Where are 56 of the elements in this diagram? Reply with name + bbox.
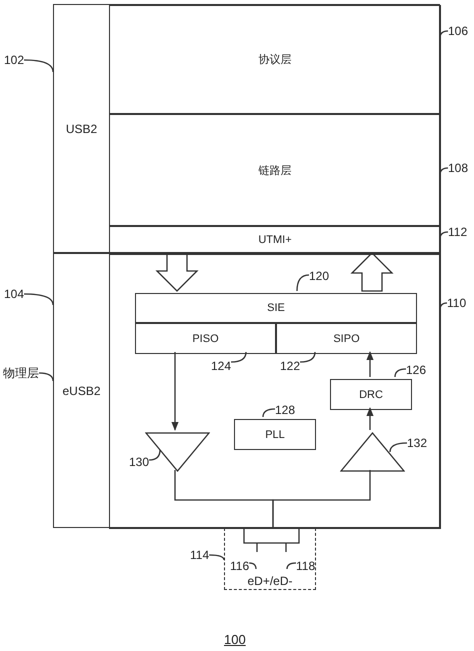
signal-line xyxy=(272,470,371,528)
leader-line xyxy=(439,302,448,310)
leader-line xyxy=(231,352,247,363)
block-arrow xyxy=(350,252,394,292)
region-box xyxy=(53,4,440,253)
reference-numeral: 122 xyxy=(280,359,300,373)
reference-numeral: 126 xyxy=(406,363,426,377)
leader-line xyxy=(389,442,408,452)
block-box: SIPO xyxy=(276,323,417,354)
reference-numeral: 128 xyxy=(275,403,296,417)
reference-numeral: 112 xyxy=(448,225,468,239)
leader-line xyxy=(262,408,276,418)
region-label: eUSB2 xyxy=(61,384,102,398)
block-box: PISO xyxy=(135,323,276,354)
leader-line xyxy=(394,368,406,378)
arrow xyxy=(171,352,179,431)
reference-numeral: 106 xyxy=(448,24,468,38)
reference-numeral: 124 xyxy=(211,359,232,373)
leader-line xyxy=(24,293,54,306)
reference-numeral: 130 xyxy=(129,455,150,469)
reference-numeral: 120 xyxy=(309,269,330,283)
leader-line xyxy=(209,554,225,560)
reference-numeral: 102 xyxy=(4,53,24,67)
reference-numeral: 110 xyxy=(447,296,466,310)
block-arrow xyxy=(155,252,199,292)
block-box: 协议层 xyxy=(109,5,441,114)
reference-numeral: 物理层 xyxy=(3,366,39,380)
arrow xyxy=(366,407,374,430)
amplifier-triangle xyxy=(340,432,405,472)
leader-line xyxy=(38,372,54,382)
leader-line xyxy=(24,59,54,72)
reference-numeral: 104 xyxy=(4,287,24,301)
block-box: PLL xyxy=(234,419,316,450)
connector-box: eD+/eD- 116 118 xyxy=(224,528,316,590)
leader-line xyxy=(439,30,448,38)
reference-numeral: 108 xyxy=(448,161,468,175)
arrow xyxy=(366,351,374,377)
reference-numeral: 116 xyxy=(230,559,250,573)
reference-numeral: 114 xyxy=(190,548,210,562)
region-box xyxy=(53,253,440,528)
leader-line xyxy=(286,562,296,570)
block-box: 链路层 xyxy=(109,114,441,226)
reference-numeral: 118 xyxy=(296,559,316,573)
leader-line xyxy=(249,562,257,570)
block-box: UTMI+ xyxy=(109,226,441,254)
figure-number: 100 xyxy=(224,633,246,647)
block-box xyxy=(109,254,441,529)
block-box: SIE xyxy=(135,293,417,323)
block-box: DRC xyxy=(330,379,412,410)
reference-numeral: 132 xyxy=(407,436,428,450)
leader-line xyxy=(296,274,310,292)
leader-line xyxy=(300,352,316,363)
leader-line xyxy=(149,450,161,461)
region-label: USB2 xyxy=(64,122,98,136)
leader-line xyxy=(439,231,448,240)
leader-line xyxy=(439,167,448,176)
